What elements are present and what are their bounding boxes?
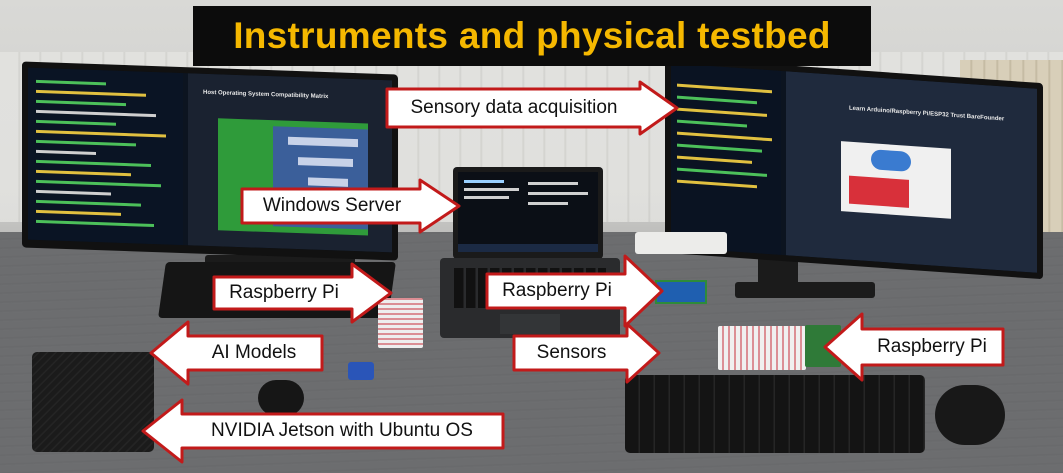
ultrasonic-sensor <box>348 362 374 380</box>
raspberry-pi-center-label: Raspberry Pi <box>502 280 612 301</box>
title-banner: Instruments and physical testbed <box>193 6 871 66</box>
left-breadboard <box>378 298 423 348</box>
sensory-data-label: Sensory data acquisition <box>410 97 618 118</box>
page-title: Instruments and physical testbed <box>233 15 831 56</box>
right-keyboard <box>625 375 925 453</box>
raspberry-pi-right-label: Raspberry Pi <box>877 336 987 357</box>
ai-models-label: AI Models <box>211 342 297 363</box>
ai-models-arrow: AI Models <box>148 320 324 386</box>
raspberry-pi-right-arrow: Raspberry Pi <box>822 312 1005 382</box>
right-monitor-base <box>735 282 875 298</box>
laptop-screen-frame <box>453 167 603 259</box>
jetson-label: NVIDIA Jetson with Ubuntu OS <box>211 420 473 441</box>
jetson-box <box>32 352 154 452</box>
laptop-screen <box>458 172 598 252</box>
windows-server-label: Windows Server <box>262 195 402 216</box>
raspberry-pi-left-label: Raspberry Pi <box>229 282 339 303</box>
lcd-display <box>655 280 707 304</box>
sensors-arrow: Sensors <box>512 322 662 384</box>
power-strip <box>635 232 727 254</box>
mouse <box>935 385 1005 445</box>
sensory-data-arrow: Sensory data acquisition <box>385 80 680 136</box>
left-mouse <box>258 380 304 416</box>
jetson-arrow: NVIDIA Jetson with Ubuntu OS <box>140 398 505 464</box>
right-breadboard <box>718 326 806 370</box>
raspberry-pi-center-arrow: Raspberry Pi <box>485 254 665 328</box>
windows-server-arrow: Windows Server <box>240 178 462 234</box>
sensors-label: Sensors <box>536 342 607 363</box>
raspberry-pi-left-arrow: Raspberry Pi <box>212 262 394 324</box>
